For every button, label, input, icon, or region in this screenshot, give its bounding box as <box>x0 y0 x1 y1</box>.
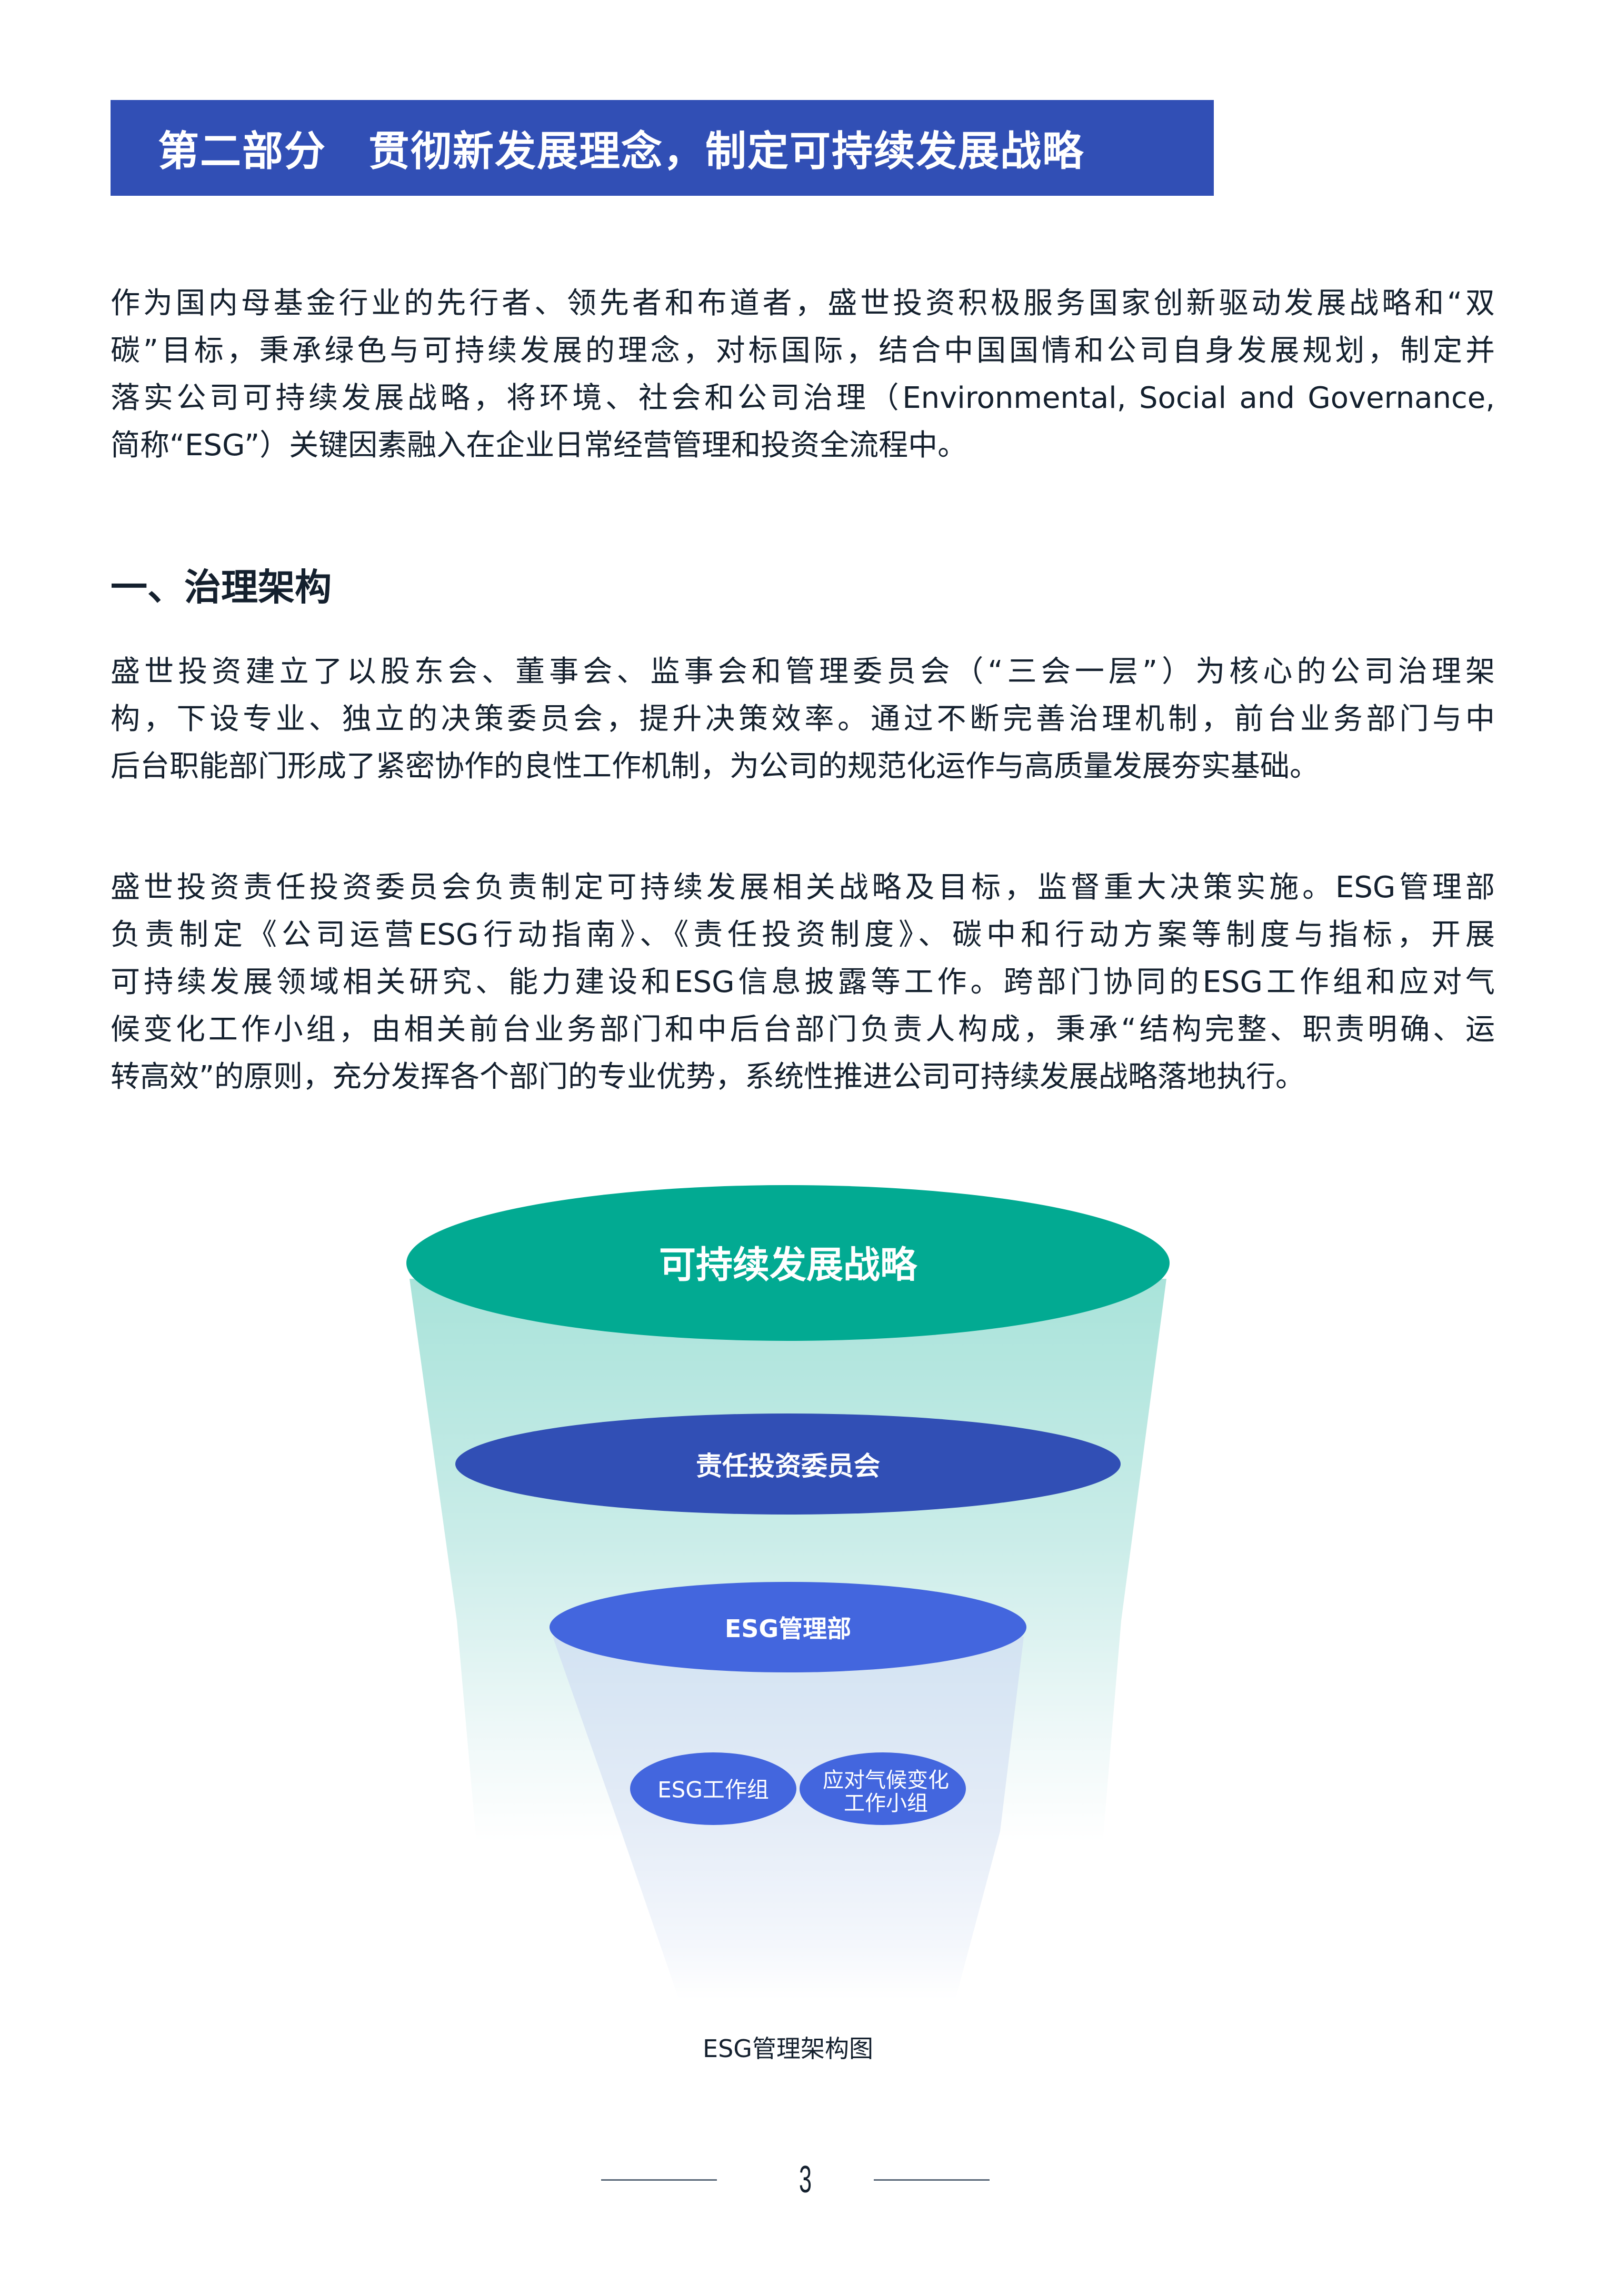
strategy-label: 可持续发展战略 <box>659 1243 917 1287</box>
esg-dept-ellipse <box>550 1582 1026 1672</box>
paragraph-line: 负责制定《公司运营ESG行动指南》、《责任投资制度》、碳中和行动方案等制度与指标… <box>111 918 1495 952</box>
page-number-text: 3 <box>798 2159 812 2201</box>
esg-dept-label: ESG管理部 <box>724 1615 852 1643</box>
footer-rule-right <box>874 2179 990 2181</box>
climate-group-label-line1: 应对气候变化 <box>823 1768 949 1792</box>
climate-group-label: 应对气候变化 工作小组 <box>823 1769 949 1815</box>
paragraph-line: 构，下设专业、独立的决策委员会，提升决策效率。通过不断完善治理机制，前台业务部门… <box>111 702 1495 736</box>
climate-group-label-line2: 工作小组 <box>844 1791 928 1816</box>
section-title: 第二部分 贯彻新发展理念，制定可持续发展战略 <box>158 128 1085 175</box>
governance-paragraph-2: 盛世投资责任投资委员会负责制定可持续发展相关战略及目标，监督重大决策实施。ESG… <box>111 864 1495 1101</box>
footer-rule-left <box>601 2179 717 2181</box>
committee-label: 责任投资委员会 <box>696 1451 880 1481</box>
inner-funnel-body <box>553 1637 1024 2000</box>
intro-line: 作为国内母基金行业的先行者、领先者和布道者，盛世投资积极服务国家创新驱动发展战略… <box>111 286 1495 320</box>
page-number: 3 <box>795 2158 816 2201</box>
intro-paragraph: 作为国内母基金行业的先行者、领先者和布道者，盛世投资积极服务国家创新驱动发展战略… <box>111 280 1495 469</box>
paragraph-line: 候变化工作小组，由相关前台业务部门和中后台部门负责人构成，秉承“结构完整、职责明… <box>111 1012 1495 1047</box>
section-title-bar: 第二部分 贯彻新发展理念，制定可持续发展战略 <box>111 100 1214 196</box>
climate-group-ellipse <box>800 1752 966 1825</box>
governance-heading: 一、治理架构 <box>111 566 332 609</box>
committee-ellipse <box>455 1413 1121 1515</box>
esg-working-group-label: ESG工作组 <box>657 1777 769 1803</box>
intro-line: 落实公司可持续发展战略，将环境、社会和公司治理（Environmental, S… <box>111 381 1495 415</box>
intro-line: 简称“ESG”）关键因素融入在企业日常经营管理和投资全流程中。 <box>111 428 967 463</box>
paragraph-line: 可持续发展领域相关研究、能力建设和ESG信息披露等工作。跨部门协同的ESG工作组… <box>111 965 1495 999</box>
outer-funnel-body <box>410 1279 1166 1842</box>
paragraph-line: 后台职能部门形成了紧密协作的良性工作机制，为公司的规范化运作与高质量发展夯实基础… <box>111 749 1319 784</box>
esg-working-group-ellipse <box>630 1752 796 1825</box>
diagram-caption: ESG管理架构图 <box>703 2034 873 2063</box>
paragraph-line: 转高效”的原则，充分发挥各个部门的专业优势，系统性推进公司可持续发展战略落地执行… <box>111 1060 1305 1094</box>
paragraph-line: 盛世投资建立了以股东会、董事会、监事会和管理委员会（“三会一层”）为核心的公司治… <box>111 655 1495 689</box>
paragraph-line: 盛世投资责任投资委员会负责制定可持续发展相关战略及目标，监督重大决策实施。ESG… <box>111 870 1495 905</box>
strategy-ellipse <box>406 1185 1170 1341</box>
intro-line: 碳”目标，秉承绿色与可持续发展的理念，对标国际，结合中国国情和公司自身发展规划，… <box>111 334 1495 368</box>
governance-paragraph-1: 盛世投资建立了以股东会、董事会、监事会和管理委员会（“三会一层”）为核心的公司治… <box>111 648 1495 790</box>
